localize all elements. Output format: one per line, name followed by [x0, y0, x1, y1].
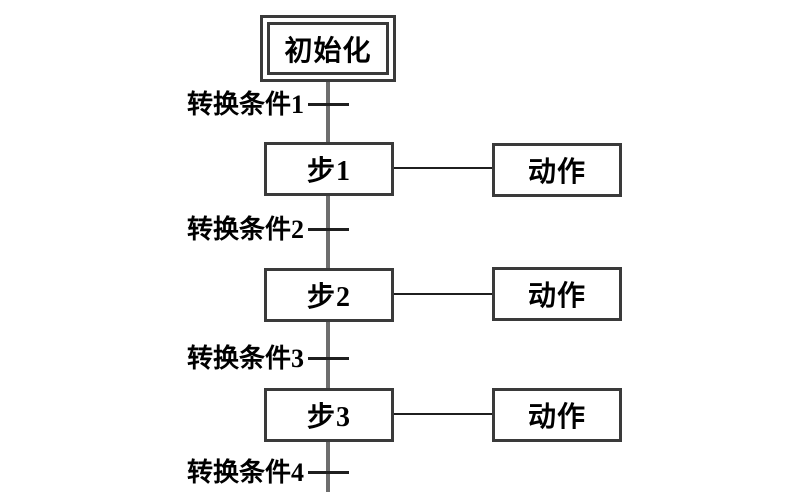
transition-label-4: 转换条件4	[186, 458, 304, 487]
action-label-2: 动作	[527, 281, 586, 312]
transition-label-2: 转换条件2	[186, 215, 304, 244]
initial-step-inner-border: 初始化	[267, 22, 389, 75]
initial-step-box: 初始化	[260, 15, 396, 82]
step-label-3: 步3	[306, 402, 351, 433]
connector-line-2	[392, 293, 492, 295]
connector-line-3	[392, 413, 492, 415]
action-label-3: 动作	[527, 402, 586, 433]
transition-crossbar-3	[308, 357, 349, 360]
step-box-1: 步1	[264, 142, 394, 196]
action-box-2: 动作	[492, 267, 622, 321]
transition-crossbar-2	[308, 228, 349, 231]
step-box-2: 步2	[264, 268, 394, 322]
transition-label-1: 转换条件1	[186, 90, 304, 119]
transition-crossbar-1	[308, 103, 349, 106]
action-label-1: 动作	[527, 157, 586, 188]
initial-step-label: 初始化	[284, 35, 372, 67]
transition-label-3: 转换条件3	[186, 344, 304, 373]
step-label-1: 步1	[306, 156, 351, 187]
transition-crossbar-4	[308, 471, 349, 474]
step-box-3: 步3	[264, 388, 394, 442]
step-label-2: 步2	[306, 282, 351, 313]
action-box-1: 动作	[492, 143, 622, 197]
connector-line-1	[392, 167, 492, 169]
action-box-3: 动作	[492, 388, 622, 442]
